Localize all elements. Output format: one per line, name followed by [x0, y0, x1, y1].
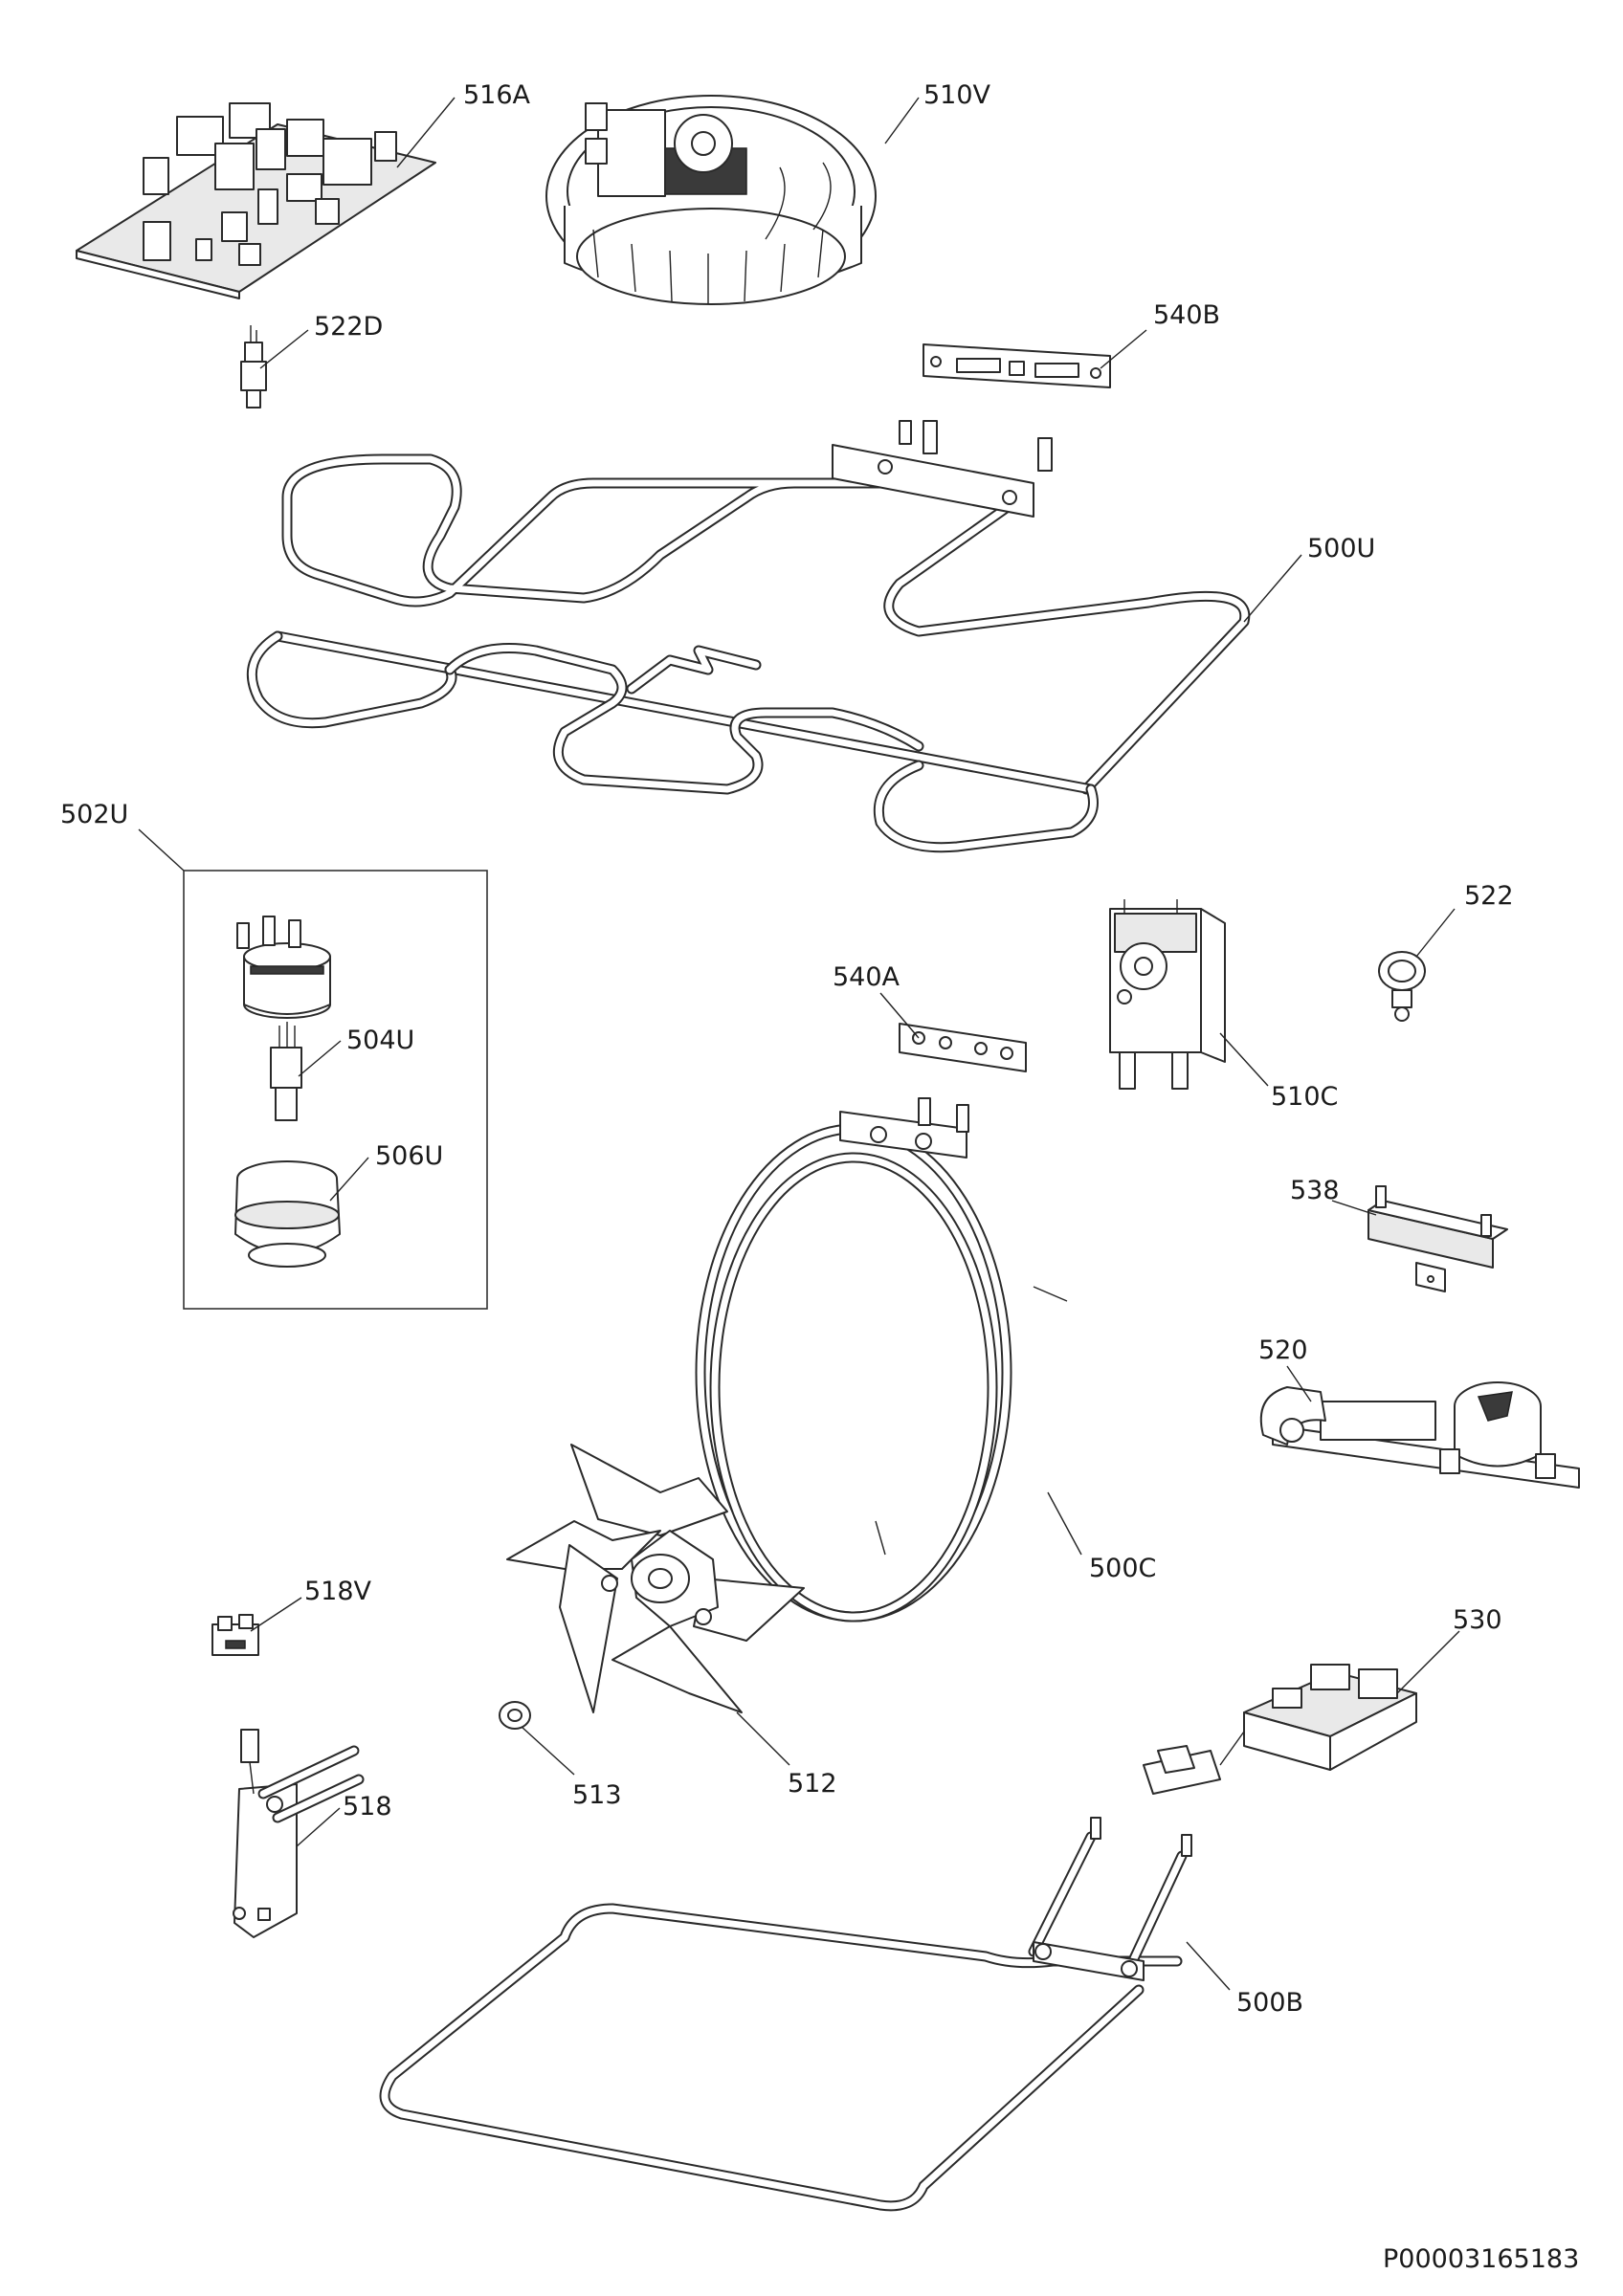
label-540B: 540B — [1153, 300, 1220, 330]
leader-lines — [138, 97, 1460, 1991]
label-540A: 540A — [833, 962, 900, 992]
label-516A: 516A — [463, 80, 531, 110]
part-513-nut — [499, 1701, 531, 1730]
label-518V: 518V — [304, 1577, 372, 1606]
part-530-control-module — [1143, 1664, 1417, 1795]
label-512: 512 — [788, 1769, 837, 1799]
label-502U: 502U — [60, 800, 128, 829]
part-522D-connector — [240, 325, 267, 408]
part-540A-gasket-plate — [899, 1023, 1027, 1072]
label-522: 522 — [1464, 881, 1514, 911]
part-510C-motor — [1109, 899, 1226, 1090]
part-500U-grill-element — [246, 420, 1251, 853]
part-500C-ring-element — [695, 1097, 1068, 1623]
label-500B: 500B — [1236, 1988, 1303, 2018]
label-510C: 510C — [1271, 1082, 1338, 1112]
part-516A-control-board — [76, 102, 436, 299]
label-538: 538 — [1290, 1176, 1340, 1205]
part-group-502U-box — [183, 870, 488, 1310]
label-522D: 522D — [314, 312, 383, 342]
part-518V-thermal-switch — [211, 1614, 259, 1656]
label-530: 530 — [1453, 1605, 1502, 1635]
label-500U: 500U — [1307, 534, 1375, 563]
document-number: P00003165183 — [1383, 2244, 1579, 2274]
part-522-clip — [1378, 951, 1426, 1022]
part-538-terminal-block — [1367, 1185, 1508, 1292]
label-513: 513 — [572, 1780, 622, 1810]
part-506U-lamp-cover — [234, 1160, 341, 1268]
part-504U-connector — [270, 1022, 302, 1121]
label-506U: 506U — [375, 1141, 443, 1171]
part-510V-fan-motor — [545, 95, 877, 305]
label-520: 520 — [1258, 1336, 1308, 1365]
part-512-fan-blade — [506, 1444, 805, 1713]
label-504U: 504U — [346, 1026, 414, 1055]
label-518: 518 — [343, 1792, 392, 1821]
part-500B-bottom-element — [379, 1817, 1192, 2212]
part-518-sensor-probe — [233, 1729, 365, 1938]
label-500C: 500C — [1089, 1554, 1156, 1583]
part-502U-thermostat — [236, 916, 331, 1019]
label-510V: 510V — [923, 80, 991, 110]
part-540B-gasket-plate — [923, 343, 1111, 388]
part-520-timer-switch — [1259, 1381, 1580, 1489]
